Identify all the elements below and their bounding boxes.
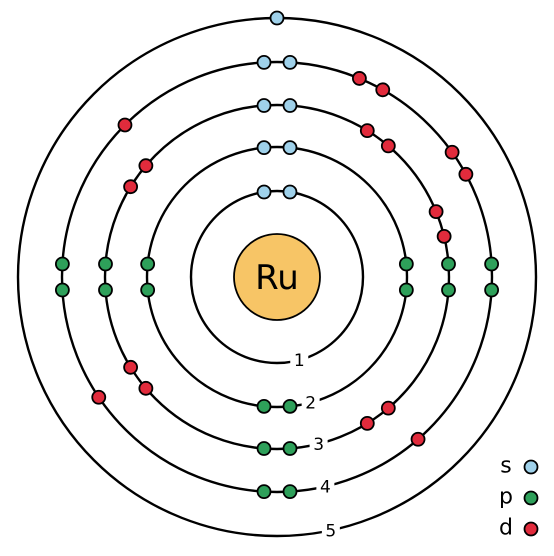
electron-shell-4-p-1 (484, 256, 500, 272)
shell-label-background (309, 432, 328, 455)
electron-shell-2-p-3 (282, 398, 298, 414)
shell-label-5: 5 (325, 521, 336, 541)
electron-shell-3-p-1 (441, 256, 456, 272)
electron-shell-2-p-4 (256, 398, 272, 414)
electron-shell-4-d-2 (375, 82, 391, 98)
shell-label-3: 3 (313, 435, 324, 455)
legend-label-p: p (499, 485, 513, 510)
electron-shell-4-d-7 (117, 117, 133, 133)
electron-shell-3-s-1 (256, 98, 272, 113)
nucleus: Ru (233, 233, 321, 321)
electron-shell-3-d-2 (380, 138, 396, 154)
electron-shell-3-d-8 (123, 359, 139, 375)
electron-shell-2-p-6 (140, 256, 156, 272)
electron-shell-3-p-4 (256, 441, 272, 456)
electron-shell-2-s-1 (256, 140, 272, 156)
electron-shell-1-s-2 (282, 184, 298, 200)
legend-swatch-s (523, 459, 539, 475)
electron-shell-3-d-1 (359, 123, 375, 139)
shell-label-background (290, 349, 309, 372)
electron-shell-3-s-2 (282, 98, 298, 113)
shell-label-background (316, 475, 335, 498)
shell-label-2: 2 (305, 394, 316, 414)
shell-labels: 1 2 3 4 5 (290, 349, 340, 542)
shell-ring-2 (145, 145, 409, 409)
electron-shell-4-p-4 (256, 484, 272, 500)
legend-label-s: s (500, 454, 511, 479)
element-symbol: Ru (255, 258, 299, 298)
electron-shell-3-d-5 (380, 400, 396, 416)
electron-shell-2-p-1 (398, 256, 414, 272)
electron-shell-4-p-3 (282, 484, 298, 500)
electron-shell-3-p-3 (282, 441, 298, 456)
electron-shell-4-p-5 (54, 282, 70, 298)
electron-shell-4-s-2 (282, 54, 298, 70)
legend-swatch-p (523, 490, 539, 506)
electron-shell-4-d-5 (410, 431, 426, 447)
electron-shell-3-d-7 (138, 380, 154, 396)
electron-shell-3-p-5 (98, 282, 113, 298)
electron-shell-4-d-6 (91, 389, 107, 405)
shell-ring-1 (189, 189, 365, 365)
electron-shell-2-s-2 (282, 140, 298, 156)
electron-shell-1-s-1 (256, 184, 272, 200)
electrons (54, 10, 500, 500)
shell-label-1: 1 (294, 351, 305, 371)
electron-shell-4-p-2 (484, 282, 500, 298)
orbital-legend: spd (499, 454, 539, 541)
shell-ring-4 (60, 60, 494, 494)
electron-shell-3-d-3 (428, 204, 444, 220)
electron-shell-3-p-2 (441, 282, 456, 298)
electron-shell-4-p-6 (54, 256, 70, 272)
shell-label-background (321, 519, 340, 542)
electron-shell-3-d-9 (123, 179, 139, 195)
electron-shell-4-d-4 (458, 166, 474, 182)
legend-swatch-d (523, 521, 539, 537)
shell-ring-3 (103, 103, 451, 451)
electron-shell-4-d-1 (351, 71, 367, 86)
electron-shell-2-p-2 (398, 282, 414, 298)
electron-shell-3-p-6 (98, 256, 113, 272)
electron-shell-5-s-1 (269, 10, 285, 26)
electron-shell-2-p-5 (140, 282, 156, 298)
legend-label-d: d (499, 516, 513, 541)
electron-shell-3-d-10 (138, 158, 154, 174)
electron-shell-3-d-6 (359, 415, 375, 431)
shell-label-4: 4 (320, 477, 331, 497)
electron-shell-4-d-3 (444, 144, 460, 160)
electron-shell-4-s-1 (256, 54, 272, 70)
electron-shell-3-d-4 (436, 228, 452, 244)
nucleus-circle (233, 233, 321, 321)
shell-label-background (301, 391, 320, 414)
